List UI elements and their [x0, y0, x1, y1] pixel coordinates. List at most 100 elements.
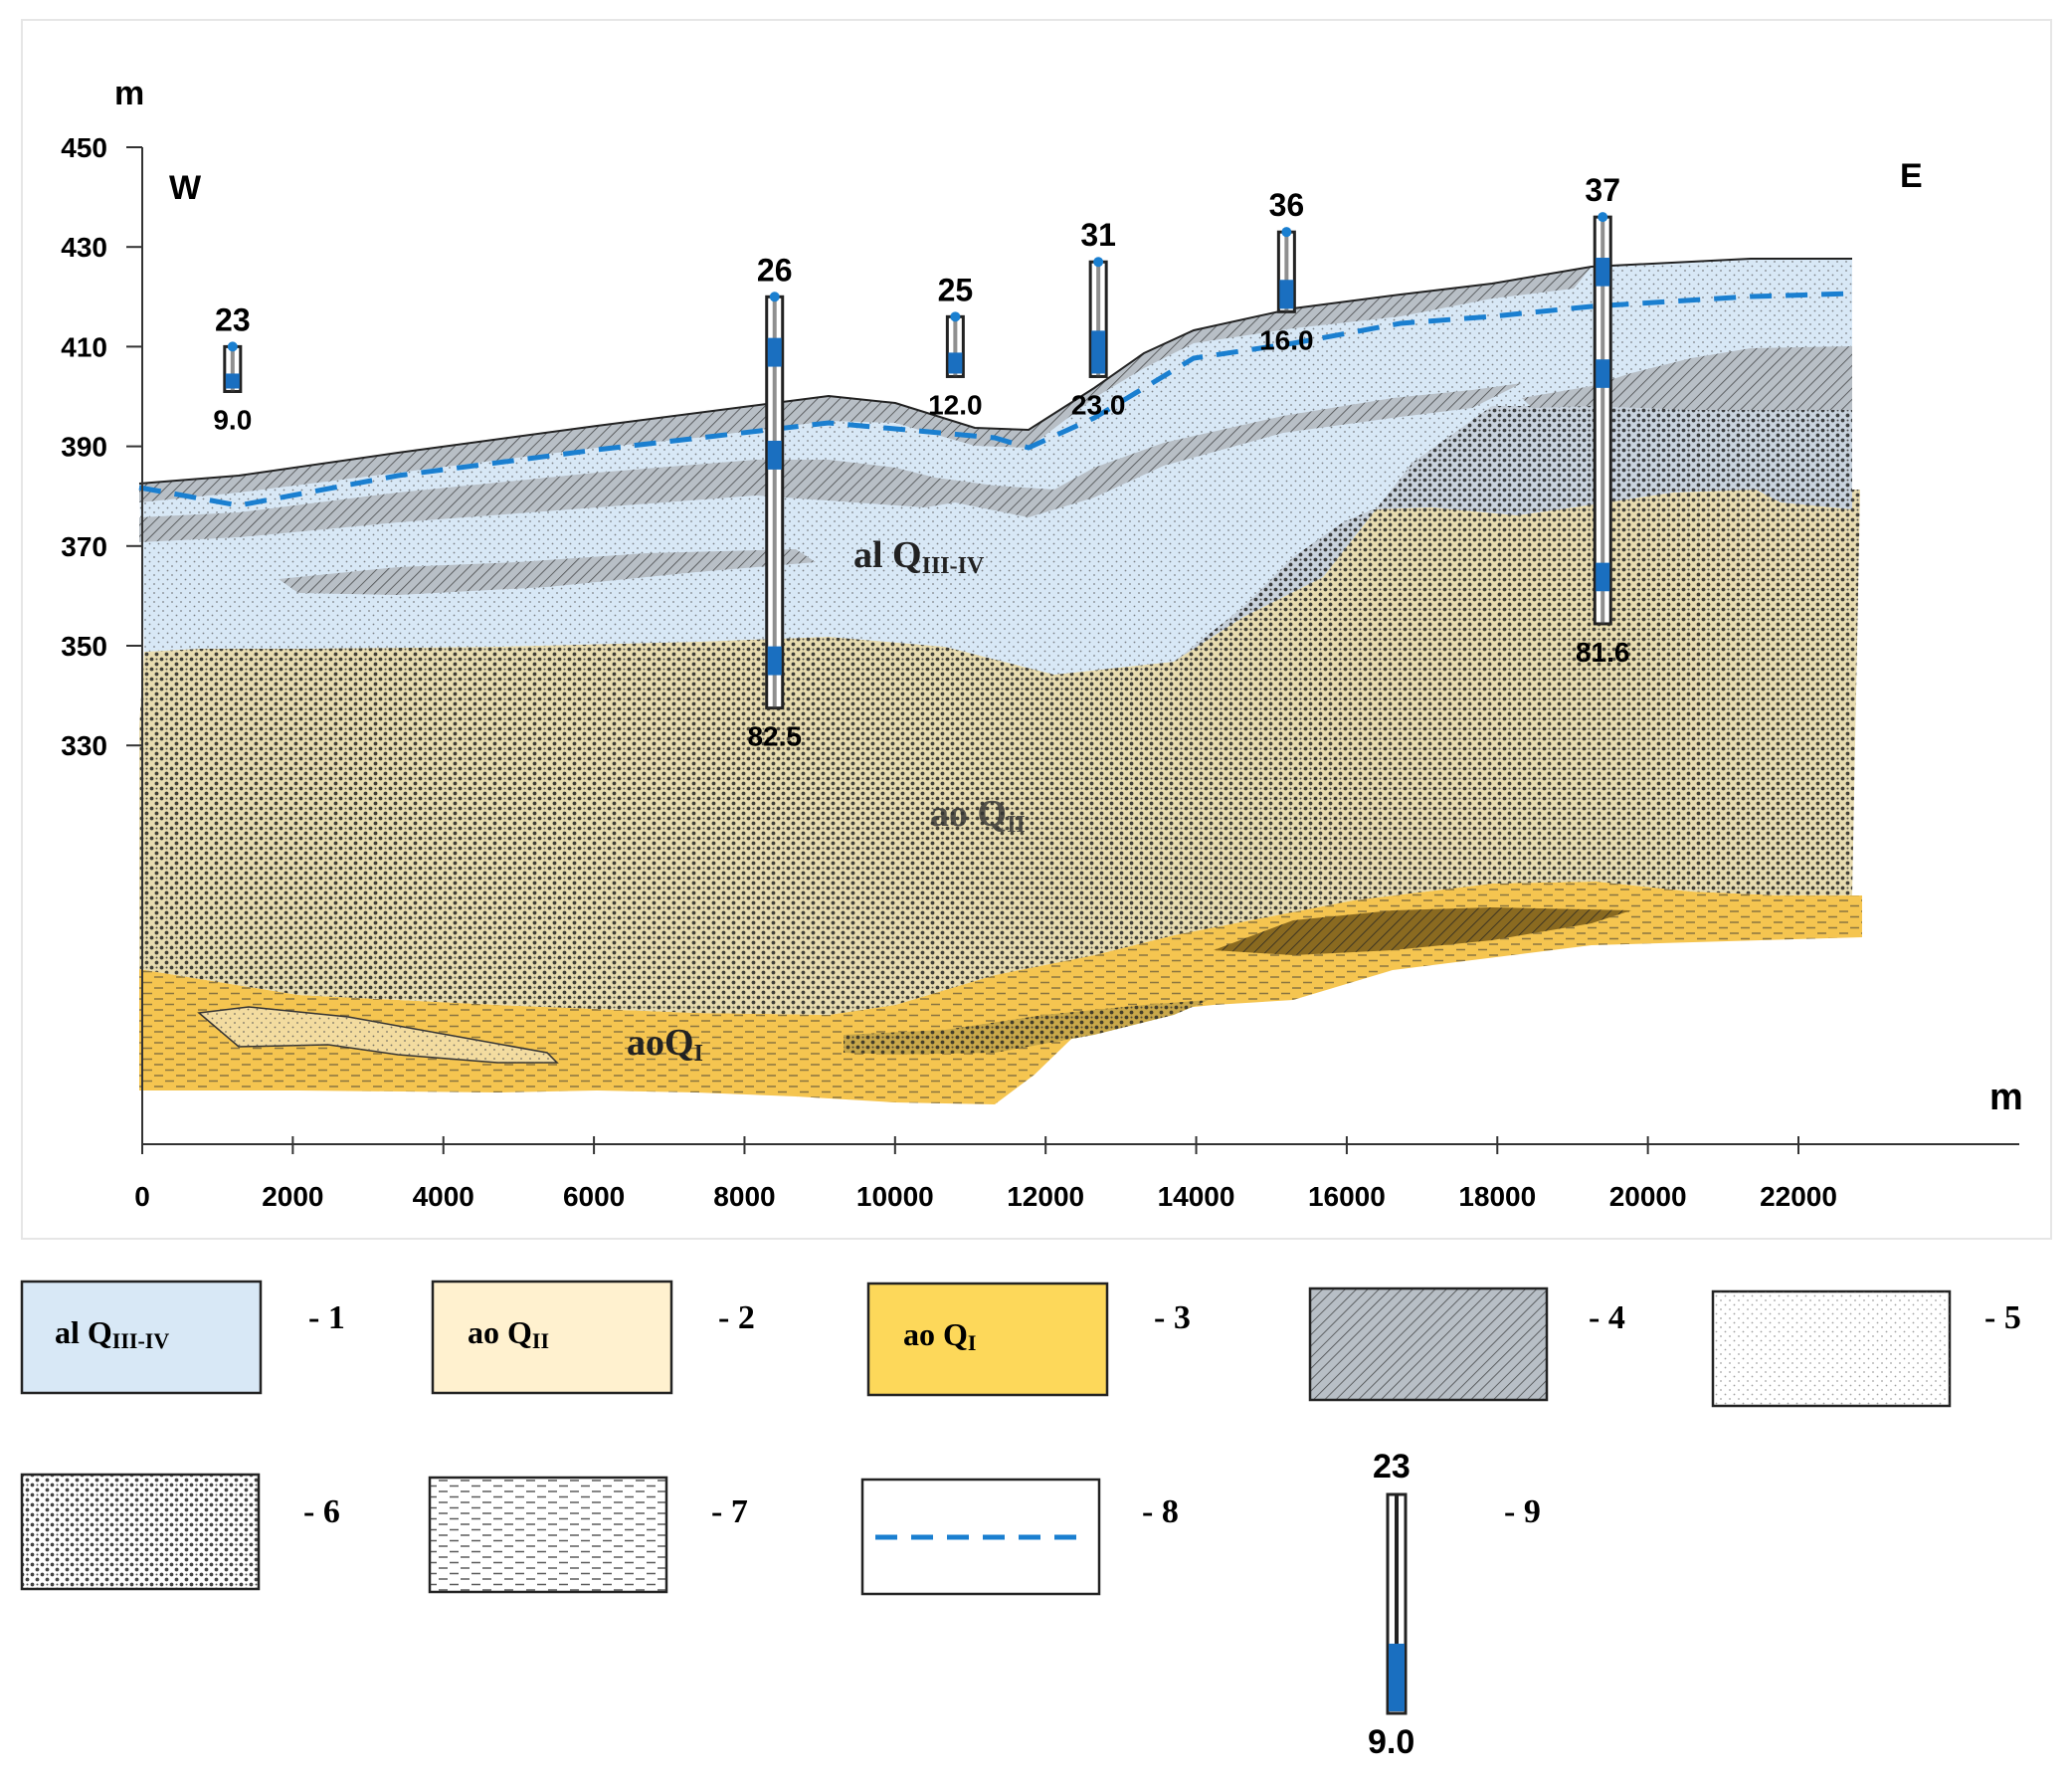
legend-swatch-label-3: ao QI [903, 1316, 976, 1355]
well-screen [1091, 330, 1106, 374]
legend-swatch-label-2: ao QII [468, 1314, 549, 1353]
legend-swatch-fine-sand-pattern [1713, 1291, 1950, 1406]
legend-number-3: - 3 [1154, 1299, 1191, 1336]
x-tick-label: 22000 [1760, 1181, 1837, 1212]
y-tick-label: 370 [61, 531, 107, 562]
well-screen [767, 646, 782, 676]
well-screen [1596, 562, 1610, 592]
legend-number-7: - 7 [711, 1493, 748, 1530]
well-screen [1596, 359, 1610, 388]
well-head-marker [1598, 212, 1608, 223]
legend-item-1: al QIII-IV - 1 [20, 1280, 345, 1395]
x-tick-label: 0 [134, 1181, 150, 1212]
legend-item-9: 23 9.0 - 9 [1368, 1448, 1541, 1761]
x-tick-label: 16000 [1308, 1181, 1386, 1212]
legend-number-8: - 8 [1142, 1493, 1179, 1530]
well-23: 239.0 [213, 301, 252, 435]
y-tick-label: 450 [61, 132, 107, 163]
well-depth-label: 81.6 [1576, 637, 1630, 668]
y-tick-label: 330 [61, 730, 107, 761]
well-head-marker [950, 311, 961, 322]
legend-swatch-ao-q2 [431, 1280, 673, 1395]
clay-lens-ao-q1-hatch [1214, 907, 1631, 955]
well-number-label: 26 [757, 252, 793, 288]
well-depth-label: 82.5 [747, 721, 802, 752]
east-direction-label: E [1900, 157, 1923, 195]
legend: al QIII-IV - 1 ao QII - 2 ao QI - 3 - 4 … [20, 1280, 2021, 1761]
legend-item-3: ao QI - 3 [866, 1282, 1191, 1397]
well-36: 36 16.0 [1259, 187, 1314, 355]
unit-ao-q2-coarse-pattern [139, 490, 1860, 1015]
legend-number-4: - 4 [1589, 1299, 1625, 1336]
x-tick-label: 12000 [1007, 1181, 1084, 1212]
well-number-label: 36 [1269, 187, 1305, 223]
well-inner-line [1601, 217, 1605, 624]
well-inner-line [772, 297, 777, 708]
legend-item-2: ao QII - 2 [431, 1280, 755, 1395]
well-number-label: 37 [1585, 172, 1620, 208]
clay-layer-west-middle-hatch [139, 383, 1522, 542]
west-direction-label: W [169, 169, 202, 207]
x-tick-label: 20000 [1609, 1181, 1687, 1212]
well-screen [225, 373, 240, 389]
x-tick-label: 10000 [856, 1181, 934, 1212]
well-inner-line [1284, 232, 1289, 312]
legend-number-2: - 2 [718, 1299, 755, 1336]
legend-well-depth: 9.0 [1368, 1723, 1414, 1761]
legend-item-4: - 4 [1308, 1286, 1625, 1402]
coarse-sand-wedge-pattern [1174, 406, 1852, 662]
legend-item-8: - 8 [860, 1478, 1179, 1596]
label-ao-q2: ao QII [930, 793, 1026, 838]
well-head-marker [1281, 227, 1292, 238]
well-screen [767, 440, 782, 470]
legend-item-5: - 5 [1711, 1289, 2021, 1408]
label-al-q34: al QIII-IV [853, 534, 985, 579]
y-tick-label: 430 [61, 232, 107, 263]
y-tick-label: 410 [61, 331, 107, 362]
well-number-label: 31 [1080, 217, 1116, 253]
well-inner-line [230, 346, 235, 392]
fine-sand-lens-ao-q1-pattern [199, 1007, 557, 1063]
x-tick-label: 8000 [713, 1181, 775, 1212]
x-axis-unit: m [1989, 1077, 2023, 1118]
stratigraphic-layers [138, 258, 1862, 1104]
legend-swatch-clay-hatch-pattern [1310, 1288, 1547, 1400]
legend-well-number: 23 [1373, 1448, 1411, 1485]
well-head-marker [227, 341, 238, 352]
x-tick-label: 14000 [1158, 1181, 1235, 1212]
well-depth-label: 23.0 [1071, 389, 1126, 420]
well-37: 37 81.6 [1576, 172, 1630, 668]
well-inner-line [1096, 262, 1101, 377]
well-screen [1596, 258, 1610, 287]
well-depth-label: 16.0 [1259, 324, 1314, 355]
well-depth-label: 9.0 [213, 404, 252, 435]
well-depth-label: 12.0 [928, 389, 983, 420]
legend-swatch-label-1: al QIII-IV [55, 1314, 169, 1353]
legend-well-screen [1389, 1644, 1405, 1711]
well-head-marker [769, 292, 780, 302]
legend-swatch-coarse-sand-pattern [22, 1475, 259, 1589]
legend-number-6: - 6 [303, 1493, 340, 1530]
well-31: 31 23.0 [1071, 217, 1126, 420]
label-ao-q1: aoQI [627, 1022, 703, 1067]
well-inner-line [953, 316, 958, 377]
well-number-label: 25 [938, 272, 974, 307]
legend-item-6: - 6 [20, 1473, 340, 1591]
well-screen [948, 352, 963, 374]
well-screen [1279, 280, 1294, 309]
well-head-marker [1093, 257, 1104, 268]
y-axis-unit: m [114, 75, 144, 112]
x-tick-label: 2000 [262, 1181, 323, 1212]
clay-lens-west-hatch [279, 549, 816, 595]
water-table-line [138, 291, 1853, 508]
x-tick-label: 18000 [1458, 1181, 1536, 1212]
x-tick-label: 4000 [413, 1181, 474, 1212]
y-tick-label: 390 [61, 432, 107, 463]
coarse-lens-ao-q1-pattern [844, 1000, 1209, 1055]
clay-cap-layer-hatch [139, 267, 1592, 502]
well-number-label: 23 [215, 301, 251, 337]
legend-well-inner-line [1395, 1494, 1399, 1644]
